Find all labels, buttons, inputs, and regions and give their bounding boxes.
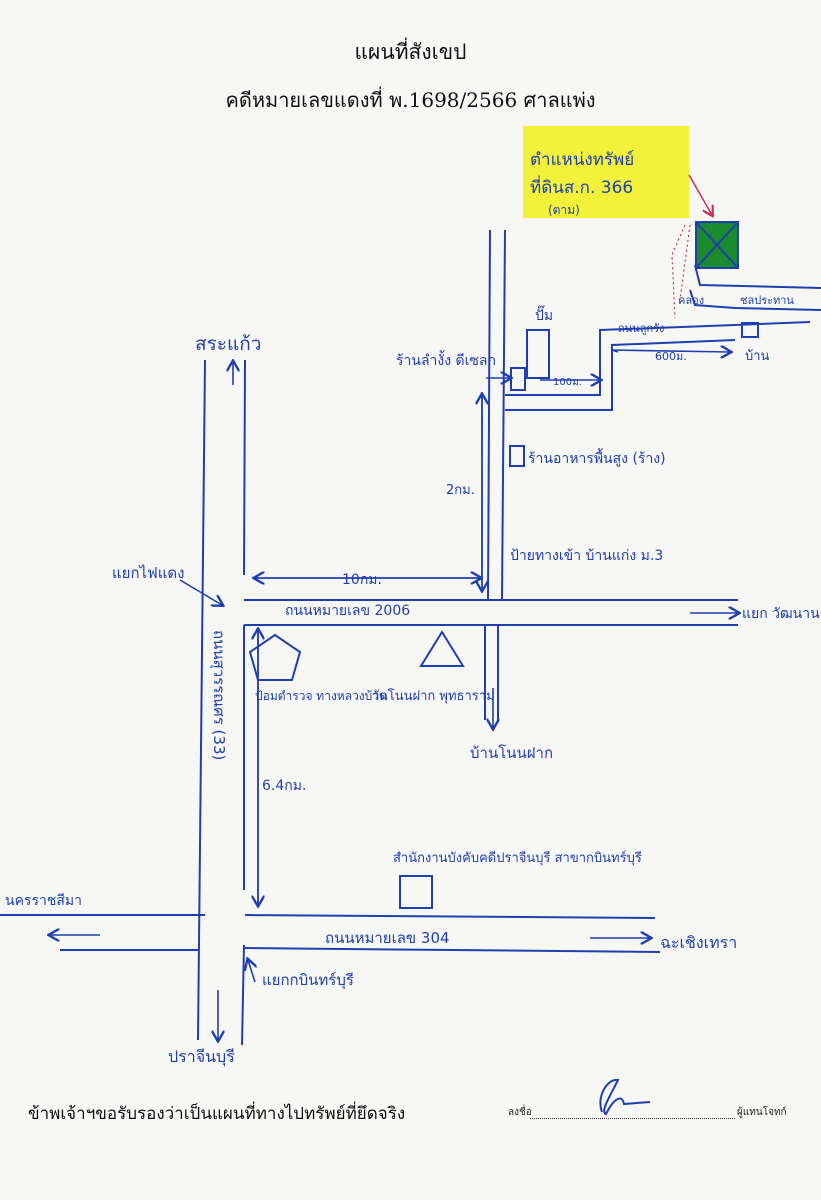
label-pump: ปั๊ม (535, 305, 553, 324)
label-south: ปราจีนบุรี (168, 1047, 235, 1067)
property-marker-icon (695, 221, 739, 269)
village-road (484, 625, 499, 720)
signature-mark (599, 1078, 651, 1116)
shop-building-icon (510, 367, 526, 391)
label-office: สำนักงานบังคับคดีปราจีนบุรี สาขากบินทร์บ… (393, 850, 642, 866)
property-boundary (671, 224, 691, 319)
lane-to-property-south (505, 339, 736, 411)
label-junction-red: แยกไฟแดง (112, 564, 184, 582)
note-pointer-arrow (688, 174, 712, 215)
label-road-304: ถนนหมายเลข 304 (325, 929, 450, 947)
certification-statement: ข้าพเจ้าฯขอรับรองว่าเป็นแผนที่ทางไปทรัพย… (28, 1104, 406, 1124)
road-304-south-edge (60, 947, 661, 953)
signature-line (530, 1118, 735, 1119)
lane-to-property-north (505, 321, 811, 396)
property-note-box (523, 126, 689, 218)
label-highway-33: ถนนสุวรรณศร (33) (209, 630, 228, 760)
label-temple: วัดโนนฝาก พุทธาราม (372, 688, 495, 704)
distance-2km: 2กม. (446, 483, 475, 498)
temple-icon (419, 630, 465, 667)
property-note-line2: ที่ดินส.ก. 366 (530, 175, 633, 198)
label-lane: ถนนลูกรัง (618, 322, 664, 335)
highway-33-west-edge (197, 359, 206, 1041)
north-road-west-edge (487, 229, 491, 601)
canal-north (694, 264, 821, 289)
label-police: ป้อมตำรวจ ทางหลวงบ้าน (255, 689, 387, 703)
property-note-line1: ตำแหน่งทรัพย์ (530, 150, 634, 170)
label-west: นครราชสีมา (5, 893, 82, 909)
label-bus-stop: ป้ายทางเข้า บ้านแก่ง ม.3 (510, 548, 663, 564)
label-junction-east: แยก วัฒนานคร (742, 606, 821, 622)
distance-6-4km: 6.4กม. (262, 778, 306, 794)
label-village: บ้านโนนฝาก (470, 744, 553, 762)
signature-role: ผู้แทนโจทก์ (737, 1107, 787, 1118)
highway-33-east-edge (241, 359, 246, 1046)
distance-600m: 600ม. (655, 350, 687, 363)
signature-label: ลงชื่อ (508, 1107, 532, 1118)
distance-100m: 100ม. (553, 377, 582, 388)
road-304-north-edge (0, 914, 656, 919)
case-number: คดีหมายเลขแดงที่ พ.1698/2566 ศาลแพ่ง (225, 88, 596, 112)
map-title: แผนที่สังเขป (354, 40, 467, 64)
label-junction-kabin: แยกกบินทร์บุรี (262, 971, 354, 990)
label-east: ฉะเชิงเทรา (660, 933, 737, 952)
label-house: บ้าน (745, 349, 770, 364)
office-building-icon (399, 875, 433, 909)
label-north: สระแก้ว (195, 333, 261, 355)
label-canal: คลอง (678, 294, 704, 307)
property-note-line3: (ตาม) (548, 203, 580, 217)
distance-10km: 10กม. (342, 572, 382, 588)
direction-arrows (50, 350, 738, 1040)
road-network (0, 229, 821, 1046)
police-box-icon (248, 633, 302, 681)
canal-south (689, 289, 821, 311)
label-shop: ร้านลำงั้ง ดีเซลก (396, 350, 496, 369)
resort-building-icon (509, 445, 525, 467)
north-road-east-edge (501, 229, 506, 601)
house-building-icon (741, 322, 759, 338)
label-road-2006: ถนนหมายเลข 2006 (285, 603, 410, 619)
pump-building-icon (526, 329, 550, 379)
label-irrigation: ชลประทาน (740, 294, 794, 307)
label-resort: ร้านอาหารพื้นสูง (ร้าง) (528, 448, 666, 467)
